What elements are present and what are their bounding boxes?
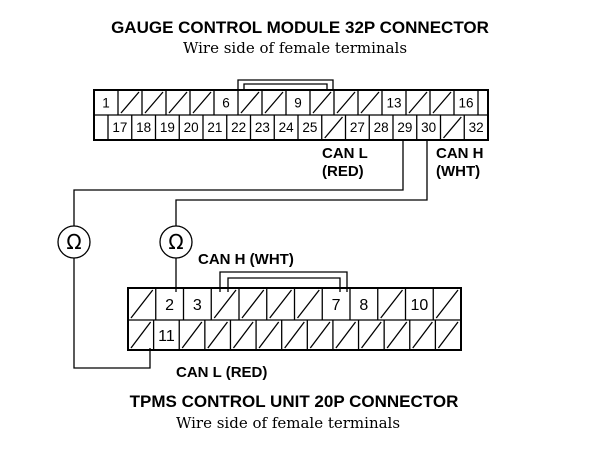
tpms-bottom-empty-cavity	[361, 321, 382, 349]
gauge-bottom-pin-label: 27	[350, 120, 365, 135]
gauge-top-empty-cavity	[408, 91, 428, 114]
tpms-bottom-empty-cavity	[437, 321, 459, 349]
gauge-bottom-pin-label: 30	[421, 120, 436, 135]
gauge-top-empty-cavity	[336, 91, 356, 114]
tpms-top-empty-cavity	[435, 289, 459, 319]
gauge-bottom-empty-cavity	[324, 116, 343, 139]
gauge-bottom-empty-cavity	[443, 116, 462, 139]
tpms-bottom-empty-cavity	[181, 321, 203, 349]
tpms-top-empty-cavity	[241, 289, 265, 319]
tpms-bottom-empty-cavity	[258, 321, 280, 349]
tpms-bottom-empty-cavity	[207, 321, 228, 349]
gauge-can-h-color: (WHT)	[436, 163, 480, 180]
tpms-bottom-empty-cavity	[309, 321, 331, 349]
probe-wire-can-l-bottom	[73, 258, 151, 369]
ohmmeter-icon	[159, 225, 193, 259]
tpms-bottom-empty-cavity	[284, 321, 305, 349]
tpms-top-pin-label: 3	[193, 297, 202, 314]
gauge-top-empty-cavity	[264, 91, 284, 114]
gauge-bottom-pin-label: 29	[397, 120, 412, 135]
gauge-bottom-pin-label: 32	[469, 120, 484, 135]
tpms-top-empty-cavity	[380, 289, 404, 319]
tpms-bottom-empty-cavity	[412, 321, 433, 349]
tpms-top-empty-cavity	[130, 289, 154, 319]
tpms-connector-title: TPMS CONTROL UNIT 20P CONNECTOR	[130, 392, 459, 411]
tpms-bottom-empty-cavity	[130, 321, 152, 349]
tpms-top-empty-cavity	[269, 289, 293, 319]
tpms-can-h-label: CAN H (WHT)	[198, 251, 294, 268]
gauge-can-h-label: CAN H	[436, 145, 484, 162]
tpms-bottom-empty-cavity	[232, 321, 254, 349]
tpms-top-empty-cavity	[213, 289, 237, 319]
gauge-top-empty-cavity	[360, 91, 380, 114]
tpms-connector-subtitle: Wire side of female terminals	[176, 414, 400, 432]
tpms-top-pin-label: 8	[359, 297, 368, 314]
tpms-bottom-empty-cavity	[335, 321, 357, 349]
tpms-top-pin-label: 10	[410, 297, 428, 314]
ohm-symbol: Ω	[66, 230, 81, 254]
tpms-connector-latch	[219, 271, 348, 292]
gauge-can-l-color: (RED)	[322, 163, 364, 180]
ohmmeter-icon	[57, 225, 91, 259]
gauge-bottom-pin-label: 21	[207, 120, 222, 135]
gauge-bottom-pin-label: 19	[160, 120, 175, 135]
tpms-can-l-label: CAN L (RED)	[176, 364, 267, 381]
gauge-top-empty-cavity	[312, 91, 332, 114]
gauge-top-empty-cavity	[432, 91, 452, 114]
gauge-top-pin-label: 1	[102, 95, 110, 110]
gauge-bottom-pin-label: 17	[112, 120, 127, 135]
tpms-connector-latch-inner	[227, 277, 341, 292]
gauge-connector-latch	[237, 79, 334, 90]
gauge-bottom-pin-label: 18	[136, 120, 151, 135]
tpms-top-pin-label: 7	[332, 297, 341, 314]
tpms-top-empty-cavity	[296, 289, 320, 319]
gauge-top-pin-label: 9	[294, 95, 302, 110]
gauge-top-empty-cavity	[240, 91, 260, 114]
ohmmeter-left: Ω	[57, 225, 91, 259]
gauge-top-empty-cavity	[120, 91, 140, 114]
tpms-connector: 2 3 7 8 10 11	[127, 271, 462, 351]
tpms-top-pin-label: 2	[165, 297, 174, 314]
tpms-top-row: 2 3 7 8 10	[130, 288, 459, 320]
gauge-bottom-pin-label: 28	[374, 120, 389, 135]
gauge-bottom-pin-label: 25	[302, 120, 317, 135]
probe-wire-can-h-top	[175, 140, 428, 226]
tpms-bottom-row: 11	[130, 320, 459, 350]
gauge-can-l-label: CAN L	[322, 145, 368, 162]
gauge-top-pin-label: 13	[386, 95, 401, 110]
gauge-connector-subtitle: Wire side of female terminals	[183, 39, 407, 57]
gauge-top-empty-cavity	[168, 91, 188, 114]
probe-wire-can-l-top	[73, 140, 404, 226]
gauge-bottom-row: 17 18 19 20 21 22 23 24 25 27 28 29 30 32	[107, 115, 484, 140]
gauge-top-empty-cavity	[144, 91, 164, 114]
gauge-top-empty-cavity	[192, 91, 212, 114]
ohmmeter-right: Ω	[159, 225, 193, 259]
gauge-bottom-pin-label: 24	[279, 120, 295, 135]
gauge-bottom-pin-label: 23	[255, 120, 270, 135]
gauge-connector-latch-inner	[243, 83, 328, 90]
tpms-bottom-empty-cavity	[386, 321, 408, 349]
tpms-bottom-pin-label: 11	[158, 328, 175, 345]
gauge-top-pin-label: 6	[222, 95, 230, 110]
gauge-bottom-pin-label: 20	[184, 120, 199, 135]
gauge-connector-title: GAUGE CONTROL MODULE 32P CONNECTOR	[111, 18, 489, 37]
ohm-symbol: Ω	[168, 230, 183, 254]
gauge-top-pin-label: 16	[458, 95, 473, 110]
gauge-bottom-pin-label: 22	[231, 120, 246, 135]
